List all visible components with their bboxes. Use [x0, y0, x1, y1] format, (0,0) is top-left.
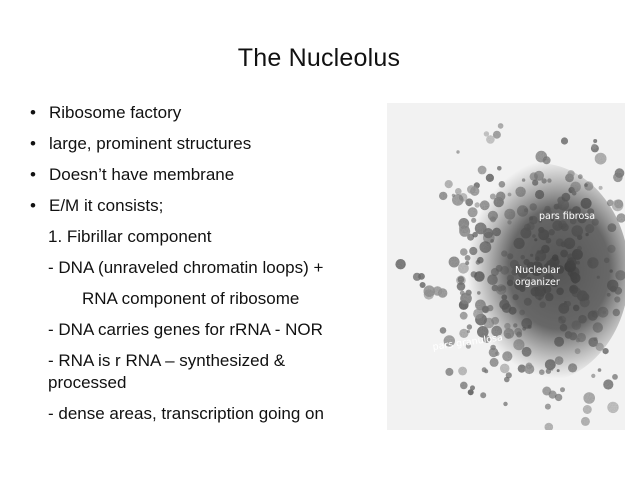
granule: [480, 392, 487, 399]
bullet-text: large, prominent structures: [49, 134, 252, 153]
granule: [456, 150, 460, 154]
granule: [583, 392, 595, 404]
bullet-dot-icon: •: [30, 134, 36, 153]
bullet-item: • E/M it consists;: [30, 190, 380, 221]
nucleolus-micrograph: pars fibrosa Nucleolar organizer pars gr…: [387, 103, 625, 430]
granule: [542, 386, 552, 396]
sub-item: - RNA is r RNA – synthesized & processed: [48, 351, 286, 392]
granule: [544, 403, 551, 410]
sub-item: RNA component of ribosome: [82, 289, 300, 308]
sub-item: - DNA (unraveled chromatin loops) +: [48, 258, 324, 277]
granule: [535, 150, 548, 163]
granule: [591, 143, 597, 149]
granule: [602, 348, 609, 355]
granule: [484, 369, 489, 374]
granule: [497, 166, 502, 171]
granule: [419, 282, 426, 288]
bullet-dot-icon: •: [30, 165, 36, 184]
granule: [591, 373, 596, 378]
granule: [612, 374, 618, 380]
label-organizer: organizer: [515, 277, 560, 288]
granule: [560, 137, 569, 145]
bullet-list: • Ribosome factory • large, prominent st…: [30, 97, 380, 429]
granule: [492, 130, 501, 139]
granule: [580, 416, 590, 426]
granule: [486, 135, 495, 144]
granule: [418, 273, 425, 280]
bullet-text: Ribosome factory: [49, 103, 182, 122]
bullet-item: • large, prominent structures: [30, 128, 380, 159]
granule: [470, 385, 475, 391]
granule: [395, 259, 406, 270]
granule: [445, 367, 454, 376]
bullet-item: • Ribosome factory: [30, 97, 380, 128]
granule: [423, 289, 434, 300]
granule: [451, 193, 455, 197]
granule: [544, 422, 554, 430]
label-pars-fibrosa: pars fibrosa: [539, 211, 595, 222]
granule: [439, 327, 447, 334]
granule: [554, 393, 563, 402]
granule: [607, 401, 619, 414]
granule: [443, 335, 455, 347]
granule: [444, 180, 453, 189]
sub-item: - dense areas, transcription going on: [48, 404, 324, 423]
granule: [614, 168, 625, 178]
label-nucleolar: Nucleolar: [515, 265, 560, 276]
bullet-dot-icon: •: [30, 196, 36, 215]
slide-title: The Nucleolus: [237, 44, 401, 72]
bullet-dot-icon: •: [30, 103, 36, 122]
granule: [452, 194, 464, 206]
granule: [439, 191, 448, 201]
granule: [593, 139, 598, 143]
granule: [497, 123, 504, 129]
granule: [603, 379, 614, 390]
granule: [455, 188, 462, 195]
granule: [432, 286, 443, 296]
sub-item: - DNA carries genes for rRNA - NOR: [48, 320, 323, 339]
granule: [477, 165, 487, 175]
granule: [467, 389, 474, 396]
bullet-text: Doesn’t have membrane: [49, 165, 235, 184]
granule: [616, 213, 625, 223]
sub-item: 1. Fibrillar component: [48, 227, 212, 246]
bullet-text: E/M it consists;: [49, 196, 164, 215]
granule: [597, 368, 602, 372]
granule: [460, 381, 468, 390]
dense-core: [445, 163, 625, 383]
granule: [458, 366, 467, 376]
granule: [598, 185, 603, 190]
granule: [594, 152, 607, 165]
granule: [503, 401, 508, 407]
granule: [582, 405, 592, 414]
micrograph-image: pars fibrosa Nucleolar organizer pars gr…: [387, 103, 625, 430]
bullet-item: • Doesn’t have membrane: [30, 159, 380, 190]
granule: [560, 387, 565, 393]
granule: [483, 131, 490, 137]
granule: [611, 199, 624, 212]
